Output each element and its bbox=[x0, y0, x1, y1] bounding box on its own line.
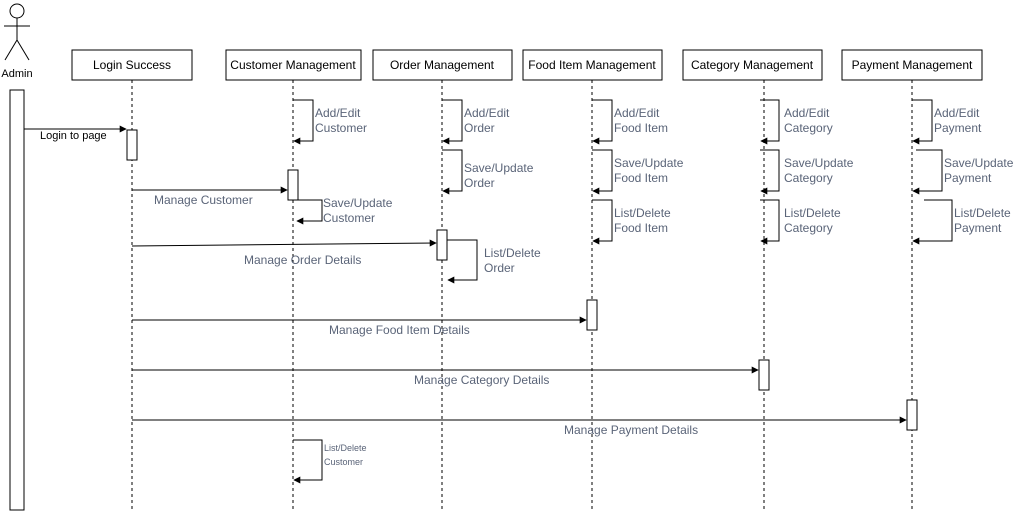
lifeline-order-label: Order Management bbox=[390, 58, 495, 72]
lifeline-food: Food Item Management bbox=[522, 49, 663, 81]
login-activation bbox=[126, 129, 138, 161]
msg-manage-payment-label: Manage Payment Details bbox=[564, 423, 698, 437]
category-activation bbox=[758, 359, 770, 391]
self-payment-list-arrow bbox=[912, 199, 953, 245]
lifeline-login: Login Success bbox=[71, 49, 193, 81]
self-food-add-arrow bbox=[592, 99, 613, 145]
msg-manage-order-label: Manage Order Details bbox=[244, 253, 361, 267]
actor-label: Admin bbox=[1, 68, 32, 80]
self-customer-list-arrow bbox=[293, 439, 323, 484]
admin-activation-bar bbox=[9, 89, 25, 511]
self-payment-add-arrow bbox=[912, 99, 933, 145]
msg-manage-food-label: Manage Food Item Details bbox=[329, 323, 470, 337]
self-payment-save-arrow bbox=[912, 149, 943, 195]
lifeline-order: Order Management bbox=[372, 49, 513, 81]
self-order-save-arrow bbox=[442, 149, 463, 195]
admin-actor bbox=[4, 3, 30, 61]
msg-login-label: Login to page bbox=[40, 130, 107, 142]
msg-manage-customer-label: Manage Customer bbox=[154, 193, 253, 207]
actor-head bbox=[9, 3, 25, 19]
self-order-list-arrow bbox=[447, 239, 478, 284]
self-food-list-arrow bbox=[592, 199, 613, 245]
self-category-add-arrow bbox=[760, 99, 780, 145]
lifeline-category: Category Management bbox=[682, 49, 823, 81]
self-order-add-arrow bbox=[442, 99, 463, 145]
food-activation bbox=[586, 299, 598, 331]
lifeline-payment: Payment Management bbox=[841, 49, 983, 81]
lifeline-payment-label: Payment Management bbox=[852, 58, 973, 72]
lifeline-category-label: Category Management bbox=[691, 58, 814, 72]
self-category-save-arrow bbox=[760, 149, 780, 195]
payment-activation bbox=[906, 399, 918, 431]
self-customer-add-arrow bbox=[293, 99, 314, 145]
self-category-list-arrow bbox=[760, 199, 780, 245]
msg-manage-order-arrow bbox=[131, 239, 437, 247]
customer-activation bbox=[287, 169, 299, 201]
lifeline-food-label: Food Item Management bbox=[528, 58, 656, 72]
msg-manage-category-label: Manage Category Details bbox=[414, 373, 549, 387]
lifeline-login-label: Login Success bbox=[93, 58, 171, 72]
actor-left-leg bbox=[4, 39, 18, 61]
actor-right-leg bbox=[16, 39, 30, 61]
self-customer-save-arrow bbox=[296, 199, 323, 225]
order-activation bbox=[436, 229, 448, 261]
self-food-save-arrow bbox=[592, 149, 613, 195]
lifeline-customer-label: Customer Management bbox=[230, 58, 356, 72]
lifeline-customer: Customer Management bbox=[225, 49, 362, 81]
